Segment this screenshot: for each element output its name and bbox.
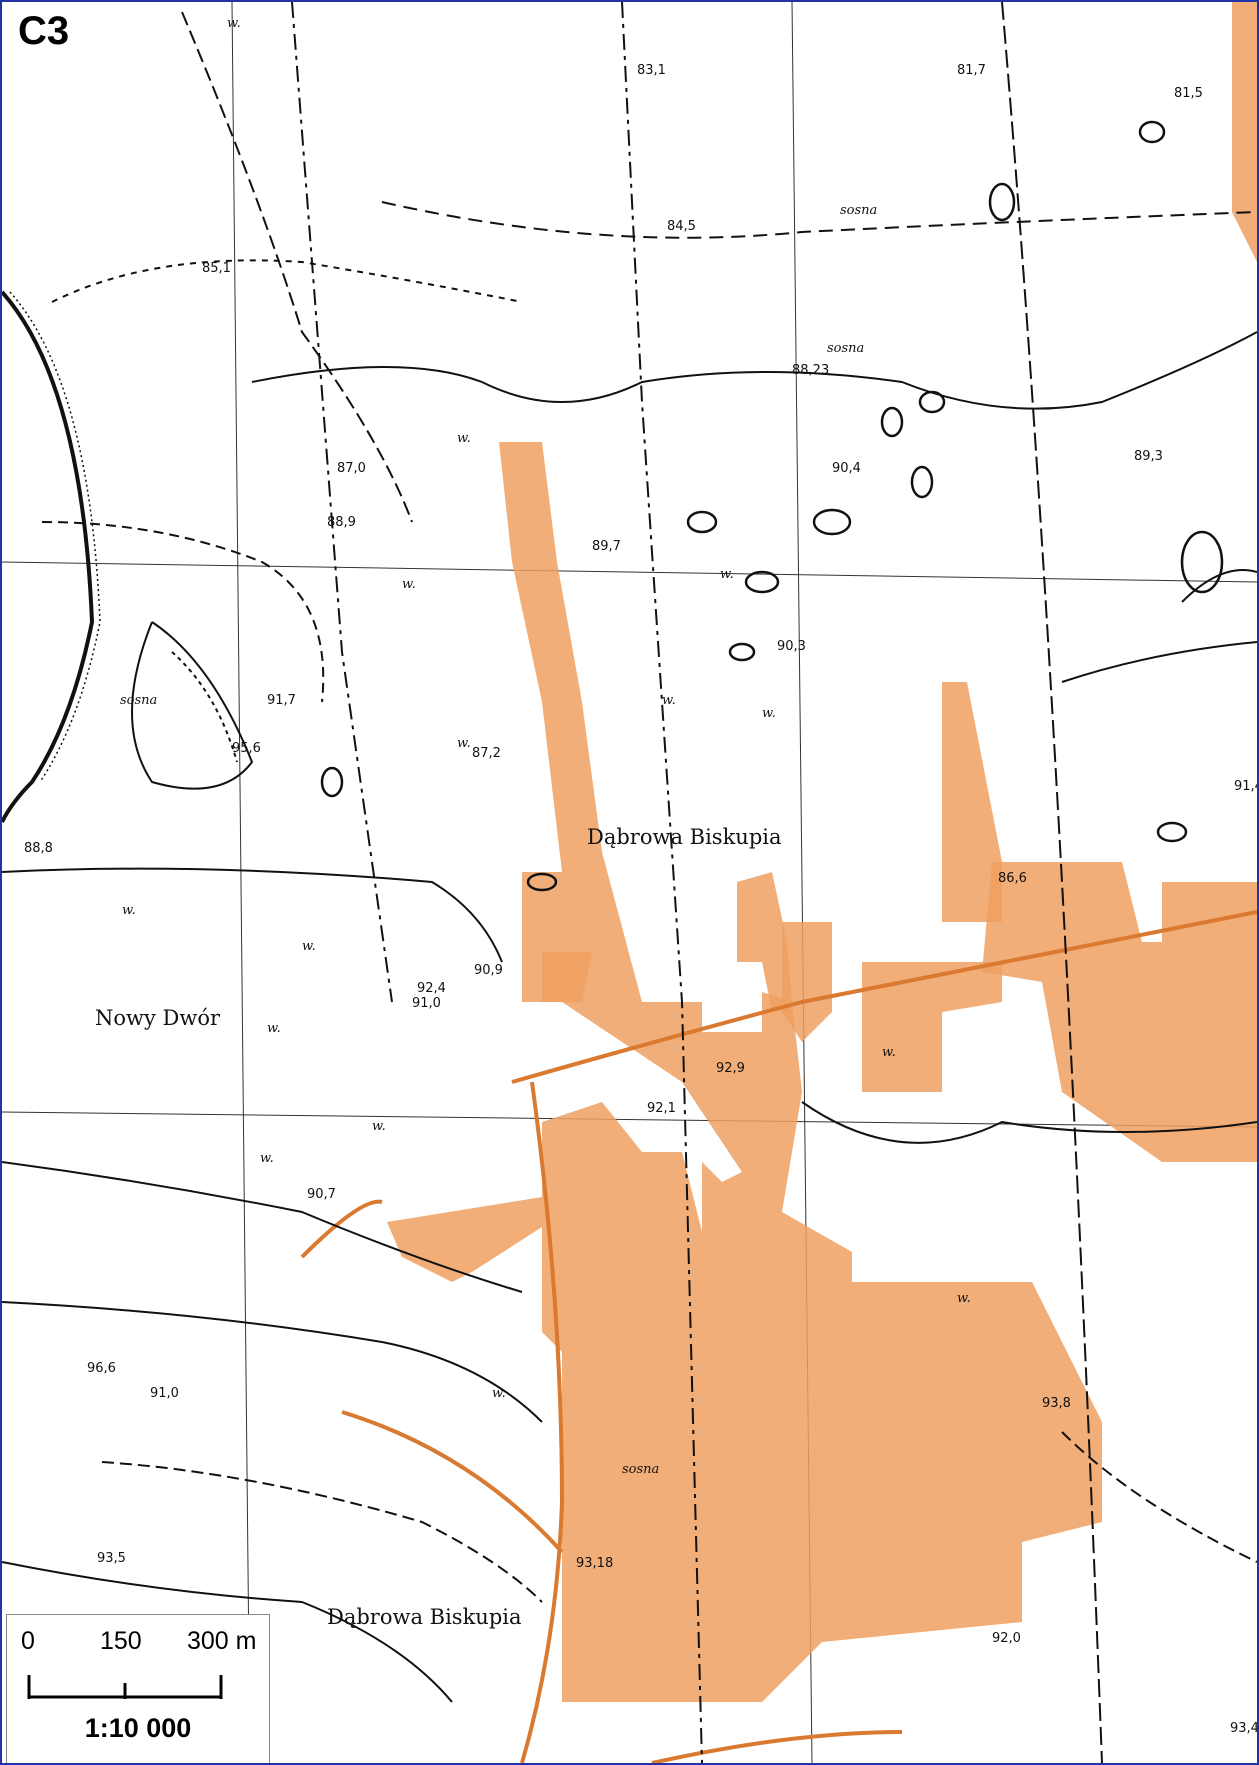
elevation-label: 86,6 [998,871,1027,886]
elevation-label: 93,5 [97,1551,126,1566]
elevation-label: 89,3 [1134,449,1163,464]
pine-label: sosna [840,203,877,218]
place-name-village-center: Dąbrowa Biskupia [587,825,782,849]
panel-label: C3 [12,8,76,54]
wet-label: w. [227,16,241,31]
place-name-hamlet-west: Nowy Dwór [95,1006,221,1030]
wet-label: w. [372,1119,386,1134]
elevation-label: 93,18 [576,1556,613,1571]
scale-tick-300: 300 m [187,1627,257,1655]
elevation-label: 89,7 [592,539,621,554]
elevation-label: 92,1 [647,1101,676,1116]
elevation-label: 87,0 [337,461,366,476]
scale-bar: 0 150 300 m 1:10 000 [6,1614,270,1763]
wet-label: w. [122,903,136,918]
vegetation-annotations: sosna sosna sosna sosna w. w. w. w. w. w… [120,16,971,1477]
highlighted-area [387,2,1257,1702]
elevation-label: 91,0 [412,996,441,1011]
elevation-label: 90,4 [832,461,861,476]
elevation-label: 96,6 [87,1361,116,1376]
wet-label: w. [662,693,676,708]
scale-tick-0: 0 [21,1627,35,1655]
wet-label: w. [720,567,734,582]
elevation-label: 92,4 [417,981,446,996]
elevation-labels: 81,7 81,5 83,1 84,5 85,1 88,23 87,0 88,9… [14,63,1257,1736]
wet-label: w. [402,577,416,592]
place-name-village-south: Dąbrowa Biskupia [327,1605,522,1629]
elevation-label: 91,7 [267,693,296,708]
elevation-label: 83,1 [637,63,666,78]
wet-label: w. [762,706,776,721]
elevation-label: 92,0 [992,1631,1021,1646]
scale-ratio: 1:10 000 [84,1713,192,1743]
wet-label: w. [302,939,316,954]
elevation-label: 84,5 [667,219,696,234]
elevation-label: 92,9 [716,1061,745,1076]
wet-label: w. [492,1386,506,1401]
wet-label: w. [882,1045,896,1060]
elevation-label: 90,7 [307,1187,336,1202]
elevation-label: 88,23 [792,363,829,378]
elevation-label: 81,5 [1174,86,1203,101]
pond-symbols [320,120,1224,892]
elevation-label: 90,3 [777,639,806,654]
elevation-label: 93,4 [1230,1721,1257,1736]
wet-label: w. [457,736,471,751]
wet-label: w. [457,431,471,446]
highlighted-roads [300,910,1257,1763]
wet-label: w. [267,1021,281,1036]
elevation-label: 95,6 [232,741,261,756]
wet-label: w. [260,1151,274,1166]
elevation-label: 81,7 [957,63,986,78]
wet-label: w. [957,1291,971,1306]
elevation-label: 88,8 [24,841,53,856]
elevation-label: 88,9 [327,515,356,530]
elevation-label: 91,0 [150,1386,179,1401]
elevation-label: 85,1 [202,261,231,276]
elevation-label: 90,9 [474,963,503,978]
pine-label: sosna [622,1462,659,1477]
elevation-label: 91,4 [1234,779,1257,794]
elevation-label: 87,2 [472,746,501,761]
place-names: Dąbrowa Biskupia Dąbrowa Biskupia Nowy D… [95,825,782,1629]
scale-tick-150: 150 [100,1627,142,1655]
pine-label: sosna [827,341,864,356]
pine-label: sosna [120,693,157,708]
elevation-label: 93,8 [1042,1396,1071,1411]
scale-bar-graphic [27,1675,223,1699]
